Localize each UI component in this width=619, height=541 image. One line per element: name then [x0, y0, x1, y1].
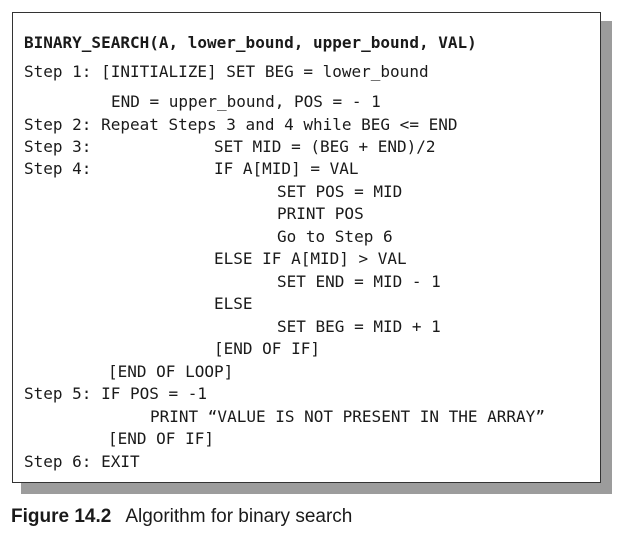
algorithm-line: SET MID = (BEG + END)/2	[214, 137, 436, 156]
figure-caption-text: Algorithm for binary search	[125, 506, 353, 527]
algorithm-line: [END OF IF]	[108, 429, 214, 448]
figure-caption: Figure 14.2 Algorithm for binary search	[11, 506, 352, 528]
algorithm-line: [END OF IF]	[214, 339, 320, 358]
algorithm-line: Step 5: IF POS = -1	[24, 384, 208, 403]
algorithm-title: BINARY_SEARCH(A, lower_bound, upper_boun…	[24, 33, 477, 52]
algorithm-line: Step 1: [INITIALIZE] SET BEG = lower_bou…	[24, 62, 429, 81]
algorithm-line: PRINT POS	[277, 204, 364, 223]
algorithm-line: SET POS = MID	[277, 182, 403, 201]
algorithm-line: Go to Step 6	[277, 227, 393, 246]
algorithm-line: Step 4:	[24, 159, 92, 178]
algorithm-line: Step 2: Repeat Steps 3 and 4 while BEG <…	[24, 115, 458, 134]
algorithm-line: ELSE	[214, 294, 253, 313]
algorithm-line: ELSE IF A[MID] > VAL	[214, 249, 407, 268]
algorithm-line: Step 6: EXIT	[24, 452, 140, 471]
algorithm-line: [END OF LOOP]	[108, 362, 234, 381]
algorithm-line: PRINT “VALUE IS NOT PRESENT IN THE ARRAY…	[150, 407, 545, 426]
algorithm-line: Step 3:	[24, 137, 92, 156]
algorithm-line: IF A[MID] = VAL	[214, 159, 359, 178]
figure-number: Figure 14.2	[11, 506, 112, 527]
algorithm-box	[12, 12, 601, 483]
algorithm-line: END = upper_bound, POS = - 1	[111, 92, 381, 111]
algorithm-line: SET BEG = MID + 1	[277, 317, 441, 336]
algorithm-line: SET END = MID - 1	[277, 272, 441, 291]
